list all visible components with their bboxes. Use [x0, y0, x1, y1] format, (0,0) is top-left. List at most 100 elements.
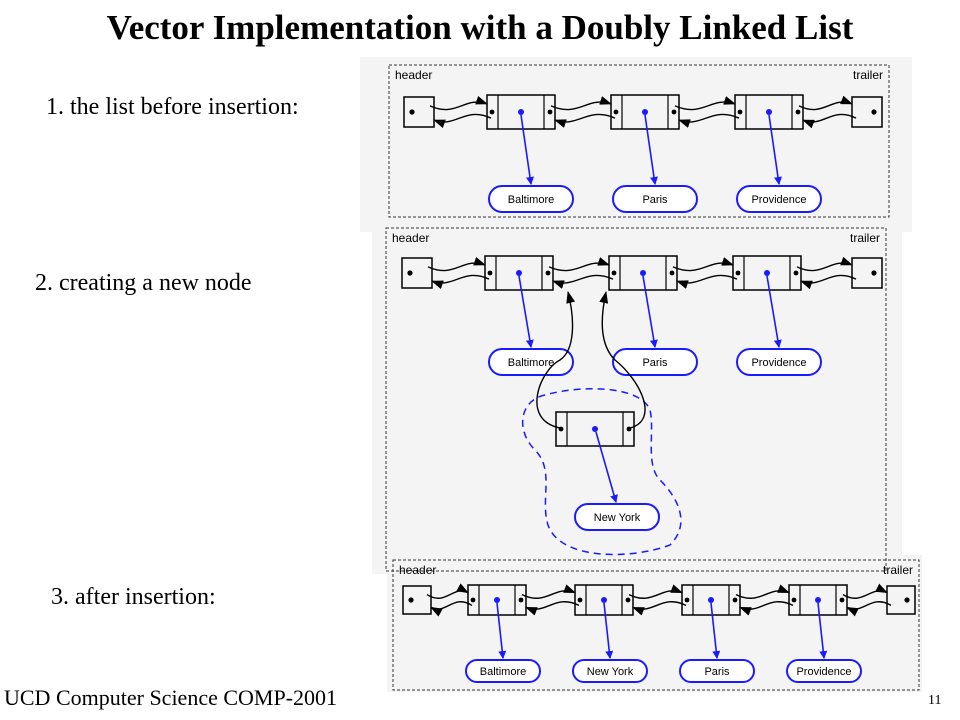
panel-2-new-next-link-arrow	[599, 291, 646, 429]
panel-2-element-3	[736, 348, 822, 376]
panel-3-node-3-next-dot	[732, 597, 738, 603]
panel-3-node-1-next-dot	[518, 597, 524, 603]
panel-2-trailer-node	[851, 257, 883, 289]
panel-1-element-1	[488, 185, 574, 213]
panel-2-trailer-node-pointer-dot	[871, 270, 877, 276]
panel-2-link-2-prev-arrow	[676, 274, 738, 289]
footer-course: UCD Computer Science COMP-2001	[4, 685, 338, 710]
panel-2-header-node	[401, 257, 433, 289]
panel-2-element-pointer-3	[766, 275, 782, 348]
panel-1-link-2-prev-arrow	[678, 113, 740, 128]
panel-3-node-2-next-dot	[625, 597, 631, 603]
slide-title: Vector Implementation with a Doubly Link…	[106, 8, 854, 47]
panel-3-element-pointer-3	[710, 602, 721, 659]
panel-2-node-3-element-dot	[764, 270, 770, 276]
panel-1-link-trailer-prev-arrow	[802, 113, 857, 129]
panel-2-new-node	[555, 411, 635, 447]
panel-2-new-dashed-outline	[521, 388, 682, 556]
panel-3-node-1-element-dot	[494, 597, 500, 603]
panel-1-element-2	[612, 185, 698, 213]
panel-1-header-node-pointer-dot	[409, 109, 415, 115]
panel-2-new-element	[574, 503, 660, 531]
panel-1-element-pointer-3	[768, 114, 782, 185]
panel-2-element-3-label: Providence	[751, 357, 806, 369]
panel-3-node-1-prev-dot	[470, 597, 476, 603]
panel-2-node-1	[484, 255, 554, 291]
page-number: 11	[928, 693, 942, 708]
panel-3-node-2-prev-dot	[577, 597, 583, 603]
panel-3-header-label: header	[399, 563, 436, 577]
panel-1-link-trailer-next-arrow	[798, 95, 853, 111]
panel-2-element-pointer-2	[642, 275, 658, 348]
panel-2-element-1-label: Baltimore	[508, 357, 554, 369]
panel-1-header-label: header	[395, 68, 432, 82]
panel-3-link-0-prev-arrow	[430, 601, 473, 617]
panel-1-link-1-next-arrow	[550, 96, 612, 111]
panel-3-node-4-next-dot	[839, 597, 845, 603]
panel-3-trailer-node-pointer-dot	[904, 597, 910, 603]
panel-1-link-0-prev-arrow	[433, 113, 492, 129]
panel-1-node-1-prev-dot	[489, 109, 495, 115]
panel-3-header-node-pointer-dot	[408, 597, 414, 603]
panel-3-element-1-label: Baltimore	[480, 666, 526, 678]
panel-2-new-element-label: New York	[594, 512, 641, 524]
panel-2-link-trailer-prev-arrow	[800, 274, 857, 290]
panel-3-link-3-prev-arrow	[739, 601, 794, 616]
panel-2-new-prev-link-arrow	[536, 291, 576, 429]
panel-2-element-pointer-1	[518, 275, 534, 348]
panel-2-frame	[385, 227, 887, 572]
panel-1-node-1-element-dot	[518, 109, 524, 115]
panel-1-node-2	[610, 94, 680, 130]
panel-3-element-pointer-1	[496, 602, 507, 659]
panel-3-node-1	[467, 584, 527, 616]
panel-2-new-node-element-dot	[592, 426, 598, 432]
panel-1-frame	[388, 64, 890, 218]
panel-1-node-2-element-dot	[642, 109, 648, 115]
panel-1-header-node	[403, 96, 435, 128]
panel-1-node-3	[734, 94, 804, 130]
panel-2-node-2-next-dot	[669, 270, 675, 276]
panel-3-node-3	[681, 584, 741, 616]
panel-1-element-3	[736, 185, 822, 213]
panel-3-element-4-label: Providence	[796, 666, 851, 678]
panel-2-node-2-element-dot	[640, 270, 646, 276]
panel-3-node-3-prev-dot	[684, 597, 690, 603]
panel-1-node-3-element-dot	[766, 109, 772, 115]
panel-3-element-pointer-2	[603, 602, 614, 659]
panel-3-node-3-element-dot	[708, 597, 714, 603]
panel-2-node-2	[608, 255, 678, 291]
panel-3-element-3-label: Paris	[704, 666, 730, 678]
panel-2-link-1-prev-arrow	[552, 274, 614, 289]
panel-1-node-2-next-dot	[671, 109, 677, 115]
panel-2-node-1-element-dot	[516, 270, 522, 276]
panel-2-trailer-label: trailer	[850, 231, 880, 245]
panel-1-link-2-next-arrow	[674, 96, 736, 111]
panel-1-node-1-next-dot	[547, 109, 553, 115]
panel-2-node-3-next-dot	[793, 270, 799, 276]
panel-3-node-4-element-dot	[815, 597, 821, 603]
panel-2-new-element-pointer	[595, 431, 618, 503]
panel-2-element-2	[612, 348, 698, 376]
panel-2-link-2-next-arrow	[672, 257, 734, 272]
panel-2-link-trailer-next-arrow	[796, 256, 853, 272]
panel-1-node-2-prev-dot	[613, 109, 619, 115]
panel-2-node-2-prev-dot	[611, 270, 617, 276]
panel-3-trailer-label: trailer	[883, 563, 913, 577]
panel-1-link-1-prev-arrow	[554, 113, 616, 128]
panel-2-element-1	[488, 348, 574, 376]
panel-3-trailer-node	[886, 585, 916, 615]
panel-1-element-1-label: Baltimore	[508, 194, 554, 206]
panel-3-link-trailer-next-arrow	[842, 583, 888, 599]
panel-3-link-1-next-arrow	[521, 584, 576, 599]
panel-3-node-2-element-dot	[601, 597, 607, 603]
panel-2-element-2-label: Paris	[642, 357, 668, 369]
panel-3-link-2-prev-arrow	[632, 601, 687, 616]
caption-step-2: 2. creating a new node	[35, 270, 252, 296]
panel-2-node-1-next-dot	[545, 270, 551, 276]
panel-1-trailer-label: trailer	[853, 68, 883, 82]
panel-3-frame	[392, 559, 920, 691]
panel-3-header-node	[402, 585, 432, 615]
panel-2-node-1-prev-dot	[487, 270, 493, 276]
panel-3-link-0-next-arrow	[426, 583, 469, 599]
